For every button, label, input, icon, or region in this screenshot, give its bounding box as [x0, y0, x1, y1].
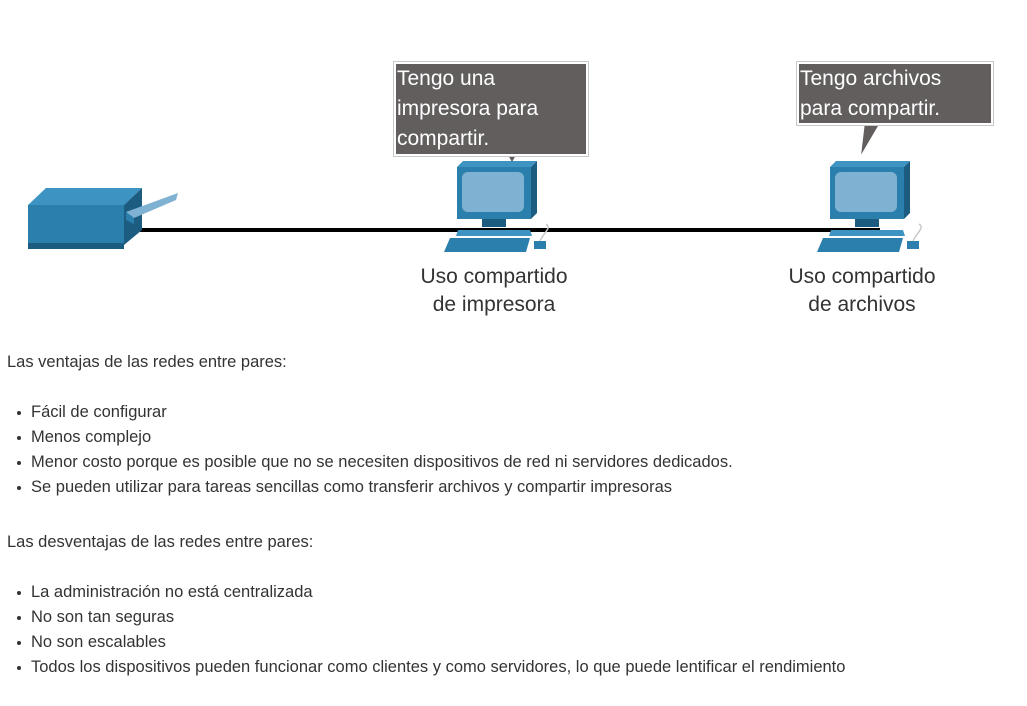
label-line: Uso compartido	[788, 265, 936, 288]
bubble-line: Tengo una	[397, 67, 496, 90]
list-item: Menor costo porque es posible que no se …	[17, 450, 1017, 475]
disadvantages-list: La administración no está centralizada N…	[7, 580, 1017, 680]
list-item: Fácil de configurar	[17, 400, 1017, 425]
advantages-list: Fácil de configurar Menos complejo Menor…	[7, 400, 1017, 500]
bubble-tail	[508, 155, 516, 162]
pc-icon	[817, 161, 922, 252]
list-item: No son tan seguras	[17, 605, 1017, 630]
content-section: Las ventajas de las redes entre pares: F…	[7, 350, 1017, 680]
list-item: Todos los dispositivos pueden funcionar …	[17, 655, 1017, 680]
disadvantages-intro: Las desventajas de las redes entre pares…	[7, 533, 314, 551]
bubble-tail	[859, 123, 882, 159]
list-item: Menos complejo	[17, 425, 1017, 450]
bubble-line: impresora para	[397, 97, 539, 120]
advantages-intro: Las ventajas de las redes entre pares:	[7, 353, 287, 371]
label-line: de archivos	[808, 293, 916, 316]
printer-sharing-label: Uso compartido de impresora	[374, 263, 614, 319]
bubble-line: compartir.	[397, 127, 490, 150]
label-line: Uso compartido	[420, 265, 568, 288]
file-sharing-label: Uso compartido de archivos	[742, 263, 982, 319]
bubble-line: para compartir.	[800, 97, 941, 120]
label-line: de impresora	[432, 293, 556, 316]
pc-icon	[444, 161, 549, 252]
speech-bubble-files: Tengo archivos para compartir.	[796, 61, 994, 126]
diagram-canvas	[28, 123, 922, 252]
speech-bubble-printer: Tengo una impresora para compartir.	[393, 61, 589, 157]
list-item: Se pueden utilizar para tareas sencillas…	[17, 475, 1017, 500]
bubble-line: Tengo archivos	[800, 67, 942, 90]
list-item: La administración no está centralizada	[17, 580, 1017, 605]
peer-to-peer-diagram: Tengo una impresora para compartir. Teng…	[0, 0, 1027, 330]
list-item: No son escalables	[17, 630, 1017, 655]
printer-icon	[28, 188, 178, 249]
